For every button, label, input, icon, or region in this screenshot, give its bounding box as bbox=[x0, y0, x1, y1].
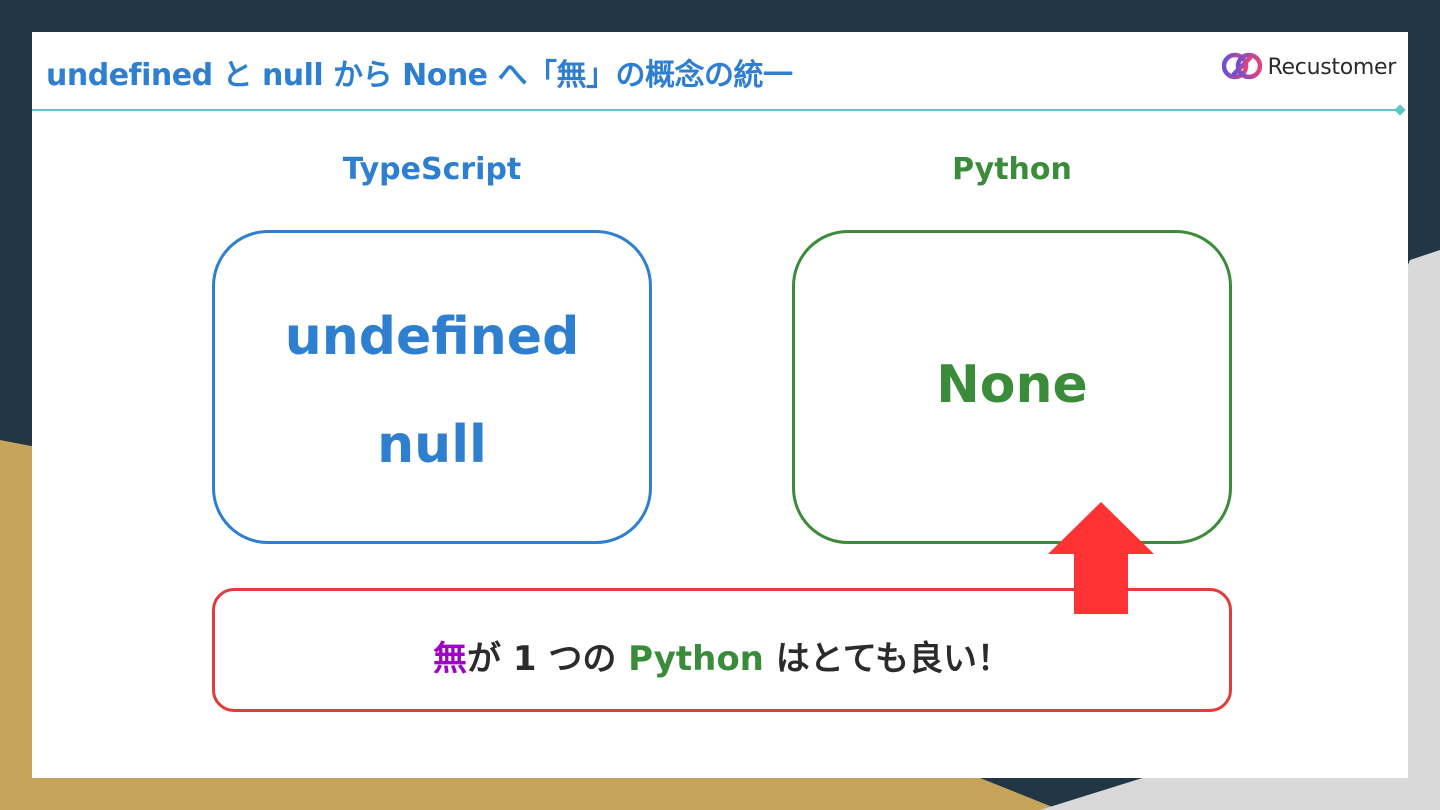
conclusion-box: 無が 1 つの Python はとても良い！ bbox=[212, 588, 1232, 712]
null-value: null bbox=[377, 415, 487, 475]
up-arrow-icon bbox=[1048, 502, 1154, 614]
divider-end-marker bbox=[1394, 104, 1406, 116]
slide: undefined と null から None へ「無」の概念の統一 Recu… bbox=[32, 32, 1408, 778]
logo-text: Recustomer bbox=[1267, 54, 1397, 80]
slide-title: undefined と null から None へ「無」の概念の統一 bbox=[46, 58, 793, 93]
conclusion-highlight: 無 bbox=[432, 639, 467, 679]
python-label: Python bbox=[952, 152, 1072, 187]
conclusion-text-2: はとても良い！ bbox=[763, 639, 1012, 679]
conclusion-message: 無が 1 つの Python はとても良い！ bbox=[215, 631, 1229, 680]
typescript-box: undefined null bbox=[212, 230, 652, 544]
conclusion-text-1: が 1 つの bbox=[466, 639, 629, 679]
recustomer-logo-icon bbox=[1221, 52, 1262, 80]
conclusion-python: Python bbox=[628, 639, 764, 679]
python-box: None bbox=[792, 230, 1232, 544]
undefined-value: undefined bbox=[284, 307, 580, 367]
none-value: None bbox=[936, 355, 1088, 415]
title-divider bbox=[32, 109, 1402, 111]
typescript-label: TypeScript bbox=[342, 152, 522, 187]
brand-logo: Recustomer bbox=[1221, 50, 1397, 84]
